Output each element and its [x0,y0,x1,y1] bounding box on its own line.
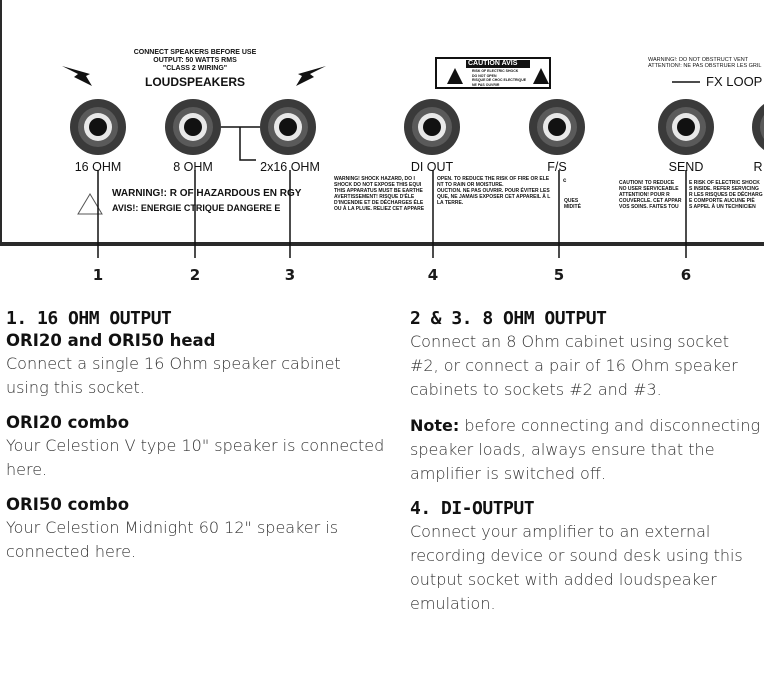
fs-warn-5: QUE, NE JAMAIS EXPOSER CET APPAREIL À L [437,194,551,200]
fx-caution2-3: R LES RISQUES DE DÉCHARG [689,192,763,198]
hazard-triangle-icon [447,68,463,84]
socket-label-di-out: DI OUT [410,160,454,174]
bolt-left-icon [62,66,92,86]
header-line-2: OUTPUT: 50 WATTS RMS [153,57,237,64]
loudspeakers-title: LOUDSPEAKERS [144,75,246,89]
paragraph-head: Connect a single 16 Ohm speaker cabinet … [6,354,341,397]
left-column: 1. 16 OHM OUTPUT ORI20 and ORI50 head Co… [6,308,386,564]
fs-extra-c: c [563,178,567,184]
fx-warning: WARNING!: DO NOT OBSTRUCT VENT ATTENTION… [648,57,761,69]
subheading-ori20-combo: ORI20 combo [6,413,130,432]
panel-graphic [0,0,764,258]
callout-number-2: 2 [189,266,201,284]
warning-text: WARNING!: R OF HAZARDOUS EN RGY [112,188,302,199]
jack-socket-di-out [404,99,460,155]
fx-caution-1: CAUTION! TO REDUCE [619,180,675,186]
di-warn-2: SHOCK DO NOT EXPOSE THIS EQUI [334,182,422,188]
caution-subtext: RISK OF ELECTRIC SHOCK DO NOT OPEN RISQU… [472,69,526,87]
fx-warning-2: ATTENTION!: NE PAS OBSTRUER LES GRIL [648,63,762,69]
socket-label-send: SEND [668,160,704,174]
fx-warning-1: WARNING!: DO NOT OBSTRUCT VENT [648,57,749,63]
section-heading-di-output: 4. DI-OUTPUT [410,498,535,519]
fx-caution2-1: E RISK OF ELECTRIC SHOCK [689,180,760,186]
fx-caution-3: ATTENTION! POUR R [619,192,670,198]
di-warn-5: D'INCENDIE ET DE DÉCHARGES ÉLE [334,200,424,206]
ques-2: MIDITÉ [564,204,581,210]
caution-sub-3: RISQUE DE CHOC ELECTRIQUE [472,78,527,82]
bolt-right-icon [296,66,326,86]
paragraph-8ohm: Connect an 8 Ohm cabinet using socket #2… [410,332,738,399]
paragraph-ori20-combo: Your Celestion V type 10" speaker is con… [6,436,385,479]
caution-sub-4: NE PAS OUVRIR [472,82,500,87]
callout-number-3: 3 [284,266,296,284]
speaker-header: CONNECT SPEAKERS BEFORE USE OUTPUT: 50 W… [134,49,257,73]
fx-caution-block-2: E RISK OF ELECTRIC SHOCK S INSIDE. REFER… [689,180,763,210]
paragraph-di-output: Connect your amplifier to an external re… [410,522,743,613]
jack-socket-return [752,104,764,150]
fx-caution-4: COUVERCLE. CET APPAR [619,198,682,204]
di-warn-3: THIS APPARATUS MUST BE EARTHE [334,188,423,194]
note-label: Note: [410,416,460,435]
caution-sub-2: DO NOT OPEN [472,73,497,78]
note-paragraph: Note: before connecting and disconnectin… [410,414,762,486]
amp-rear-panel: CONNECT SPEAKERS BEFORE USE OUTPUT: 50 W… [0,0,764,296]
socket-label-return: R [753,160,763,174]
socket-label-8ohm: 8 OHM [173,160,213,174]
jack-socket-2x16ohm [260,99,316,155]
jack-socket-16ohm [70,99,126,155]
fs-warn-6: LA TERRE. [437,200,464,206]
fx-caution-5: VOS SOINS. FAITES TOU [619,204,679,210]
callout-number-4: 4 [427,266,439,284]
note-text: before connecting and disconnecting spea… [410,416,761,483]
header-line-1: CONNECT SPEAKERS BEFORE USE [133,49,257,56]
paragraph-ori50-combo: Your Celestion Midnight 60 12" speaker i… [6,518,339,561]
parallel-bracket [221,126,260,161]
callout-number-5: 5 [553,266,565,284]
subheading-head: ORI20 and ORI50 head [6,331,216,350]
ques-1: QUES [564,198,579,204]
fx-caution-2: NO USER SERVICEABLE [619,186,679,192]
warning-triangle-icon [77,193,103,215]
fs-extra-ques: QUES MIDITÉ [564,198,581,210]
fs-warning-block: OPEN. TO REDUCE THE RISK OF FIRE OR ELE … [437,176,550,206]
fx-loop-label: FX LOOP [706,74,763,89]
fx-caution2-5: S APPEL À UN TECHNICIEN [689,204,756,210]
di-warn-1: WARNING! SHOCK HAZARD, DO I [334,176,415,182]
hazard-exclaim-icon [533,68,549,84]
fx-caution-block: CAUTION! TO REDUCE NO USER SERVICEABLE A… [619,180,682,210]
jack-socket-8ohm [165,99,221,155]
jack-socket-fs [529,99,585,155]
di-warn-4: AVERTISSEMENT! RISQUE D'ÉLE [334,194,415,200]
di-warn-6: OU À LA PLUIE. RELIEZ CET APPARE [334,206,425,212]
subheading-ori50-combo: ORI50 combo [6,495,130,514]
fs-warn-2: NT TO RAIN OR MOISTURE. [437,182,504,188]
fs-warn-4: OUCTION. NE PAS OUVRIR. POUR ÉVITER LES [437,188,550,194]
caution-sub-1: RISK OF ELECTRIC SHOCK [472,69,519,73]
callout-number-6: 6 [680,266,692,284]
jack-socket-send [658,99,714,155]
fx-caution2-2: S INSIDE. REFER SERVICING [689,186,759,192]
section-heading-8ohm: 2 & 3. 8 OHM OUTPUT [410,308,607,329]
di-warning-block: WARNING! SHOCK HAZARD, DO I SHOCK DO NOT… [334,176,424,212]
socket-label-fs: F/S [547,160,567,174]
callout-number-1: 1 [92,266,104,284]
header-line-3: "CLASS 2 WIRING" [162,65,228,72]
avis-text: AVIS!: ENERGIE CTRIQUE DANGERE E [112,203,281,213]
caution-label-text: CAUTION AVIS [468,60,518,67]
section-heading-16ohm: 1. 16 OHM OUTPUT [6,308,172,329]
fx-caution2-4: E COMPORTE AUCUNE PIÈ [689,198,755,204]
socket-label-16ohm: 16 OHM [74,160,122,174]
fs-warn-1: OPEN. TO REDUCE THE RISK OF FIRE OR ELE [437,176,550,182]
panel-frame [0,0,764,246]
socket-label-2x16ohm: 2x16 OHM [260,160,320,174]
right-column: 2 & 3. 8 OHM OUTPUT Connect an 8 Ohm cab… [410,308,762,616]
